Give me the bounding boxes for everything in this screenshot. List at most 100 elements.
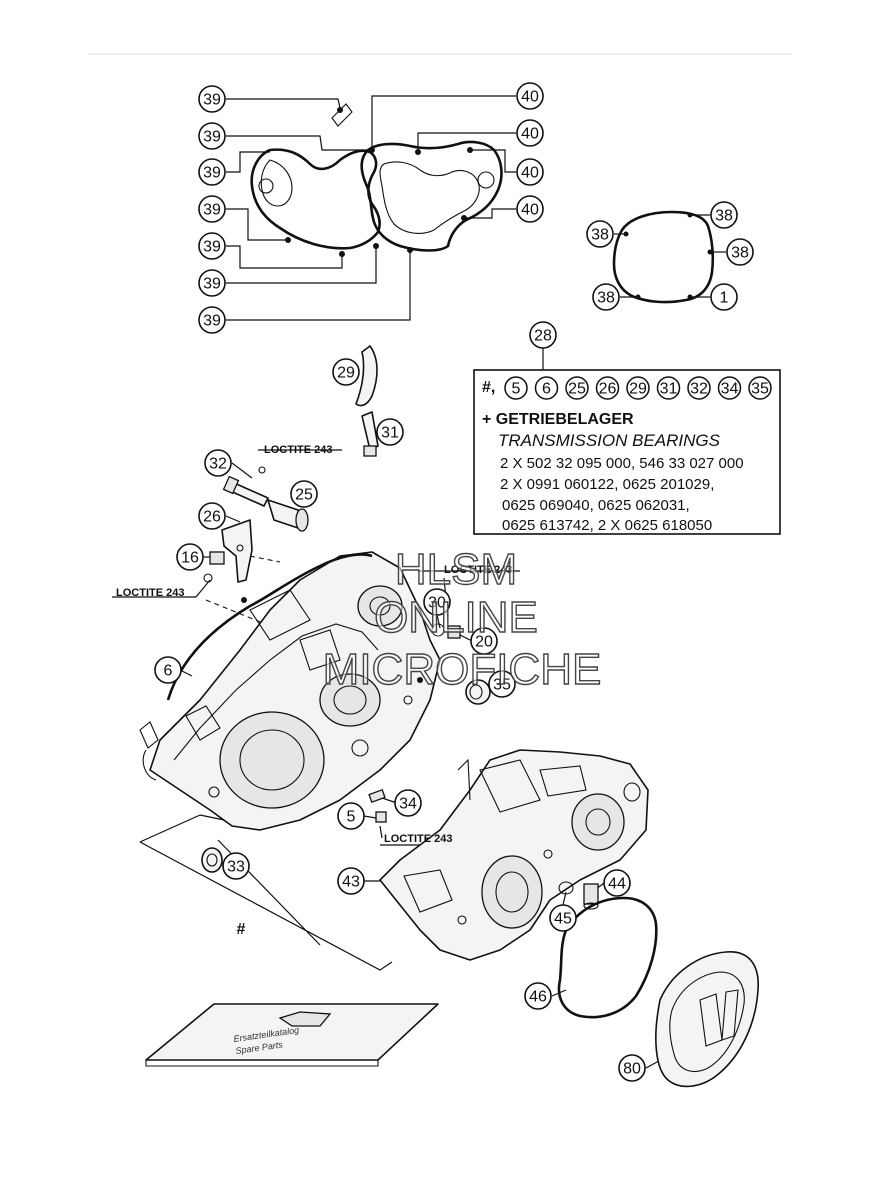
info-symbol-circle	[595, 376, 620, 400]
info-symbol-26: 26	[595, 376, 620, 400]
info-symbol-number: 35	[751, 381, 769, 398]
callout-circle	[176, 543, 204, 571]
seal-bushing-6	[465, 679, 491, 705]
callout-number: 33	[227, 859, 245, 876]
callout-46: 46	[524, 982, 552, 1010]
callout-28: 28	[529, 321, 557, 349]
callout-20: 20	[470, 627, 498, 655]
callout-number: 25	[295, 487, 313, 504]
spare-parts-book: Ersatzteilkatalog Spare Parts	[145, 1003, 439, 1067]
callout-number: 38	[715, 208, 733, 225]
callout-number: 39	[203, 165, 221, 182]
callout-38: 38	[726, 238, 754, 266]
callout-number: 35	[493, 677, 511, 694]
callout-number: 39	[203, 276, 221, 293]
info-line-3: 0625 069040, 0625 062031,	[502, 497, 690, 514]
clutch-cover-gasket	[612, 210, 715, 304]
callout-39: 39	[198, 232, 226, 260]
callout-39: 39	[198, 195, 226, 223]
callout-40: 40	[516, 158, 544, 186]
callout-45: 45	[549, 904, 577, 932]
callout-number: 45	[554, 911, 572, 928]
info-symbol-circle	[687, 376, 711, 400]
callout-number: 40	[521, 165, 539, 182]
watermark-line-3: MICROFICHE	[323, 645, 602, 694]
loctite-label-31: LOCTITE 243	[264, 444, 332, 456]
callout-39: 39	[198, 306, 226, 334]
callout-circle	[726, 238, 754, 266]
crankcase-main-gasket	[285, 140, 503, 257]
callout-number: 31	[381, 425, 399, 442]
callout-circle	[198, 232, 226, 260]
callout-circle	[198, 122, 226, 150]
info-heading: + GETRIEBELAGER	[482, 411, 634, 428]
callout-circle	[290, 480, 318, 508]
info-symbol-number: 29	[629, 381, 647, 398]
callout-number: 28	[534, 328, 552, 345]
info-line-4: 0625 613742, 2 X 0625 618050	[502, 517, 712, 534]
callout-number: 29	[337, 365, 355, 382]
callout-number: 39	[203, 239, 221, 256]
callout-38: 38	[586, 220, 614, 248]
callout-number: 40	[521, 202, 539, 219]
info-symbol-29: 29	[626, 376, 650, 400]
callout-80: 80	[618, 1054, 646, 1082]
callout-number: 39	[203, 202, 221, 219]
callout-circle	[549, 904, 577, 932]
callout-number: 38	[591, 227, 609, 244]
callout-29: 29	[332, 358, 360, 386]
callout-circle	[470, 627, 498, 655]
callout-38: 38	[710, 201, 738, 229]
callout-circle	[603, 869, 631, 897]
callout-number: 39	[203, 92, 221, 109]
callout-number: 39	[203, 129, 221, 146]
callout-30: 30	[423, 588, 451, 616]
info-symbol-32: 32	[687, 376, 711, 400]
callout-circle	[198, 195, 226, 223]
callout-circle	[488, 670, 516, 698]
watermark-line-2: ONLINE	[374, 593, 538, 642]
info-symbol-35: 35	[748, 376, 772, 400]
callout-number: 38	[731, 245, 749, 262]
callout-40: 40	[516, 119, 544, 147]
info-symbol-6: 6	[534, 376, 559, 400]
callout-number: 1	[720, 290, 729, 307]
callout-circle	[337, 867, 365, 895]
hose-part	[355, 345, 379, 457]
bolt-parts-34-35	[368, 789, 387, 823]
callout-number: 20	[475, 634, 493, 651]
callout-circle	[198, 306, 226, 334]
info-symbol-circle	[717, 376, 742, 400]
info-symbol-prefix: #,	[482, 379, 495, 396]
info-symbol-number: 25	[568, 381, 586, 398]
callout-circle	[586, 220, 614, 248]
callout-circle	[516, 158, 544, 186]
loctite-label-34: LOCTITE 243	[384, 833, 452, 845]
callout-circle	[198, 158, 226, 186]
callout-number: 32	[209, 456, 227, 473]
callout-circle	[376, 418, 404, 446]
info-symbol-circle	[504, 376, 528, 400]
callout-31: 31	[376, 418, 404, 446]
callout-number: 26	[203, 509, 221, 526]
callout-number: 30	[428, 595, 446, 612]
ignition-cover	[655, 951, 759, 1088]
callout-circle	[529, 321, 557, 349]
callout-number: 34	[399, 796, 417, 813]
callout-number: 40	[521, 89, 539, 106]
callout-34: 34	[394, 789, 422, 817]
info-symbol-31: 31	[656, 376, 681, 400]
callout-number: 39	[203, 313, 221, 330]
bushing-5	[201, 847, 223, 873]
info-subheading: TRANSMISSION BEARINGS	[498, 431, 721, 450]
seal-parts-16-30	[431, 623, 461, 639]
callout-number: 16	[181, 550, 199, 567]
callout-1: 1	[710, 283, 738, 311]
callout-circle	[198, 502, 226, 530]
watermark: HLSM ONLINE MICROFICHE	[322, 544, 602, 694]
callout-circle	[332, 358, 360, 386]
callout-38: 38	[592, 283, 620, 311]
callout-5: 5	[337, 802, 365, 830]
info-symbol-circle	[534, 376, 559, 400]
